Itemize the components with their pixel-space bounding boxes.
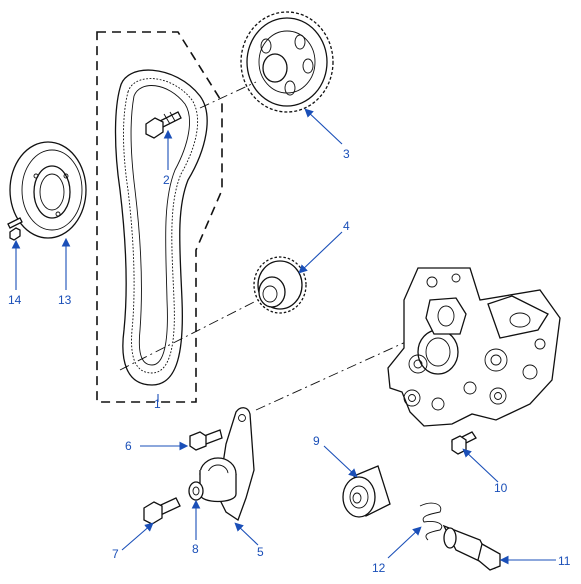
callout-5: 5 [257,545,264,559]
pump-housing [387,267,561,427]
callout-13: 13 [58,293,72,307]
timing-belt [114,69,208,386]
bolt-7 [143,497,181,525]
callout-12: 12 [372,561,386,575]
kit-outline-dashed [96,31,223,403]
callout-3: 3 [343,147,350,161]
spring-12 [419,502,443,541]
leader-3 [304,108,343,145]
centerline-crank [119,299,259,371]
camshaft-pulley-3 [240,11,334,113]
bolt-2 [145,111,182,139]
callout-1: 1 [154,397,161,411]
cover-13 [9,141,87,239]
plunger-11 [442,524,501,571]
leader-10 [462,448,499,483]
leader-9 [323,445,358,478]
crankshaft-sprocket-4 [253,256,307,314]
callout-6: 6 [125,439,132,453]
callout-9: 9 [313,434,320,448]
callout-4: 4 [343,219,350,233]
roller-9 [342,465,391,518]
callout-2: 2 [163,173,170,187]
leader-7 [121,522,154,551]
screw-14 [7,217,23,241]
callout-11: 11 [558,554,571,568]
centerline-pump [255,329,433,411]
callout-8: 8 [192,542,199,556]
washer-8 [188,481,204,501]
callout-14: 14 [8,293,22,307]
leader-12 [387,526,422,559]
callout-7: 7 [112,547,119,561]
leader-5 [234,522,259,546]
tensioner-5 [199,407,255,521]
callout-10: 10 [494,481,508,495]
leader-4 [298,231,343,274]
bolt-6 [189,429,223,451]
